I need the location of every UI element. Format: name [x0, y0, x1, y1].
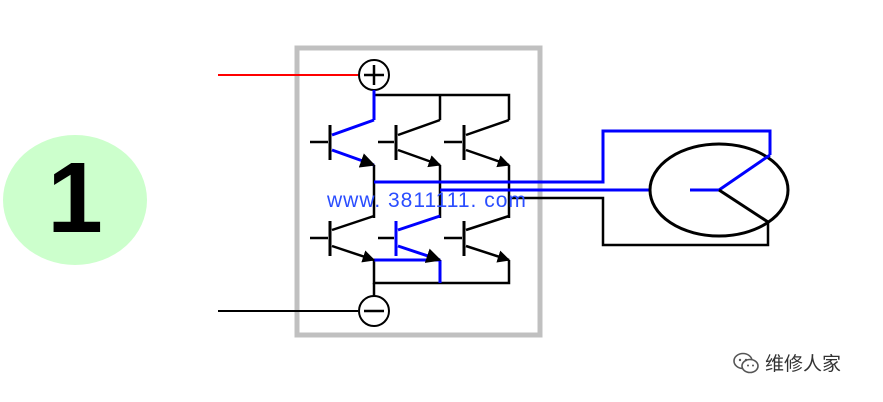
transistor-q5: [444, 118, 511, 168]
positive-rail: [374, 93, 511, 120]
step-number: 1: [47, 142, 103, 254]
transistor-q6: [378, 214, 442, 263]
transistor-q4: [310, 214, 376, 263]
watermark-text: 维修人家: [765, 353, 842, 375]
website-url: www. 3811111. com: [327, 189, 527, 212]
motor-icon: [648, 142, 790, 238]
watermark: 维修人家: [733, 349, 841, 376]
step-number-badge: 1: [3, 135, 147, 265]
transistor-q1: [310, 118, 376, 168]
wechat-icon: [733, 352, 759, 373]
phase-c-line: [509, 196, 770, 247]
phase-a-line: [374, 129, 772, 184]
transistor-q3: [378, 118, 442, 168]
positive-terminal-icon: [358, 59, 390, 91]
negative-terminal-icon: [358, 295, 390, 327]
transistor-q2: [444, 214, 511, 263]
